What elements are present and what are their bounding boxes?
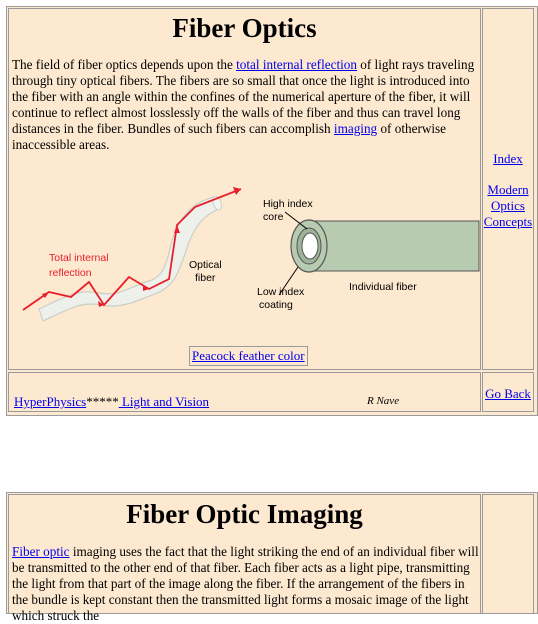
intro-text-end: of otherwise inaccessible areas. [12,121,447,152]
tir-label-line2: reflection [49,267,92,279]
imaging-paragraph: Fiber optic imaging uses the fact that t… [12,544,479,624]
go-back-cell: Go Back [482,372,534,412]
peacock-link-box: Peacock feather color [189,346,308,366]
imaging-link[interactable]: imaging [333,121,378,136]
imaging-sidebar-cell [482,494,534,614]
fiber-optic-link[interactable]: Fiber optic [12,544,70,559]
intro-paragraph: The field of fiber optics depends upon t… [12,57,479,153]
optical-fiber-label-line1: Optical [189,259,222,271]
high-index-label-line2: core [263,211,284,223]
light-ray-path [22,188,242,311]
low-index-label-line1: Low index [257,286,305,298]
intro-text-start: The field of fiber optics depends upon t… [12,57,237,72]
modern-link-line1[interactable]: Modern [487,182,529,197]
modern-optics-link[interactable]: Modern Optics Concepts [483,182,533,230]
modern-link-line2[interactable]: Optics [491,198,525,213]
imaging-title: Fiber Optic Imaging [126,499,363,529]
hyperphysics-link[interactable]: HyperPhysics [14,394,87,409]
modern-link-line3[interactable]: Concepts [483,214,533,229]
tir-label-line1: Total internal [49,252,109,264]
ray-arrow-head [233,187,241,195]
imaging-text: imaging uses the fact that the light str… [12,544,479,623]
footer-stars: ***** [86,394,119,409]
ray-arrow-3 [143,285,149,291]
individual-fiber-label: Individual fiber [349,281,417,293]
author-credit: R Nave [367,395,400,407]
go-back-link[interactable]: Go Back [485,386,531,401]
sidebar-cell: Index Modern Optics Concepts [482,8,534,370]
ray-arrow-2 [98,301,104,307]
peacock-feather-color-link[interactable]: Peacock feather color [192,348,305,363]
individual-fiber-body [306,220,480,272]
low-index-label-line2: coating [259,299,293,311]
total-internal-reflection-link[interactable]: total internal reflection [236,57,357,72]
main-content-cell: Fiber Optics The field of fiber optics d… [8,8,481,370]
fiber-core-face [301,232,319,260]
optical-fiber-label-line2: fiber [195,272,216,284]
light-and-vision-link[interactable]: Light and Vision [118,394,210,409]
ray-arrow-1 [42,292,49,298]
ray-arrow-4 [174,225,180,233]
imaging-content-cell: Fiber Optic Imaging Fiber optic imaging … [8,494,481,623]
intro-text-middle: of light rays traveling through tiny opt… [12,57,475,136]
high-index-label-line1: High index [263,198,313,210]
index-link[interactable]: Index [493,151,523,166]
fiber-optics-diagram: Total internal reflection Optical fiber … [22,187,480,322]
footer-cell: HyperPhysics***** Light and Vision R Nav… [8,372,481,412]
page-title: Fiber Optics [172,13,317,43]
